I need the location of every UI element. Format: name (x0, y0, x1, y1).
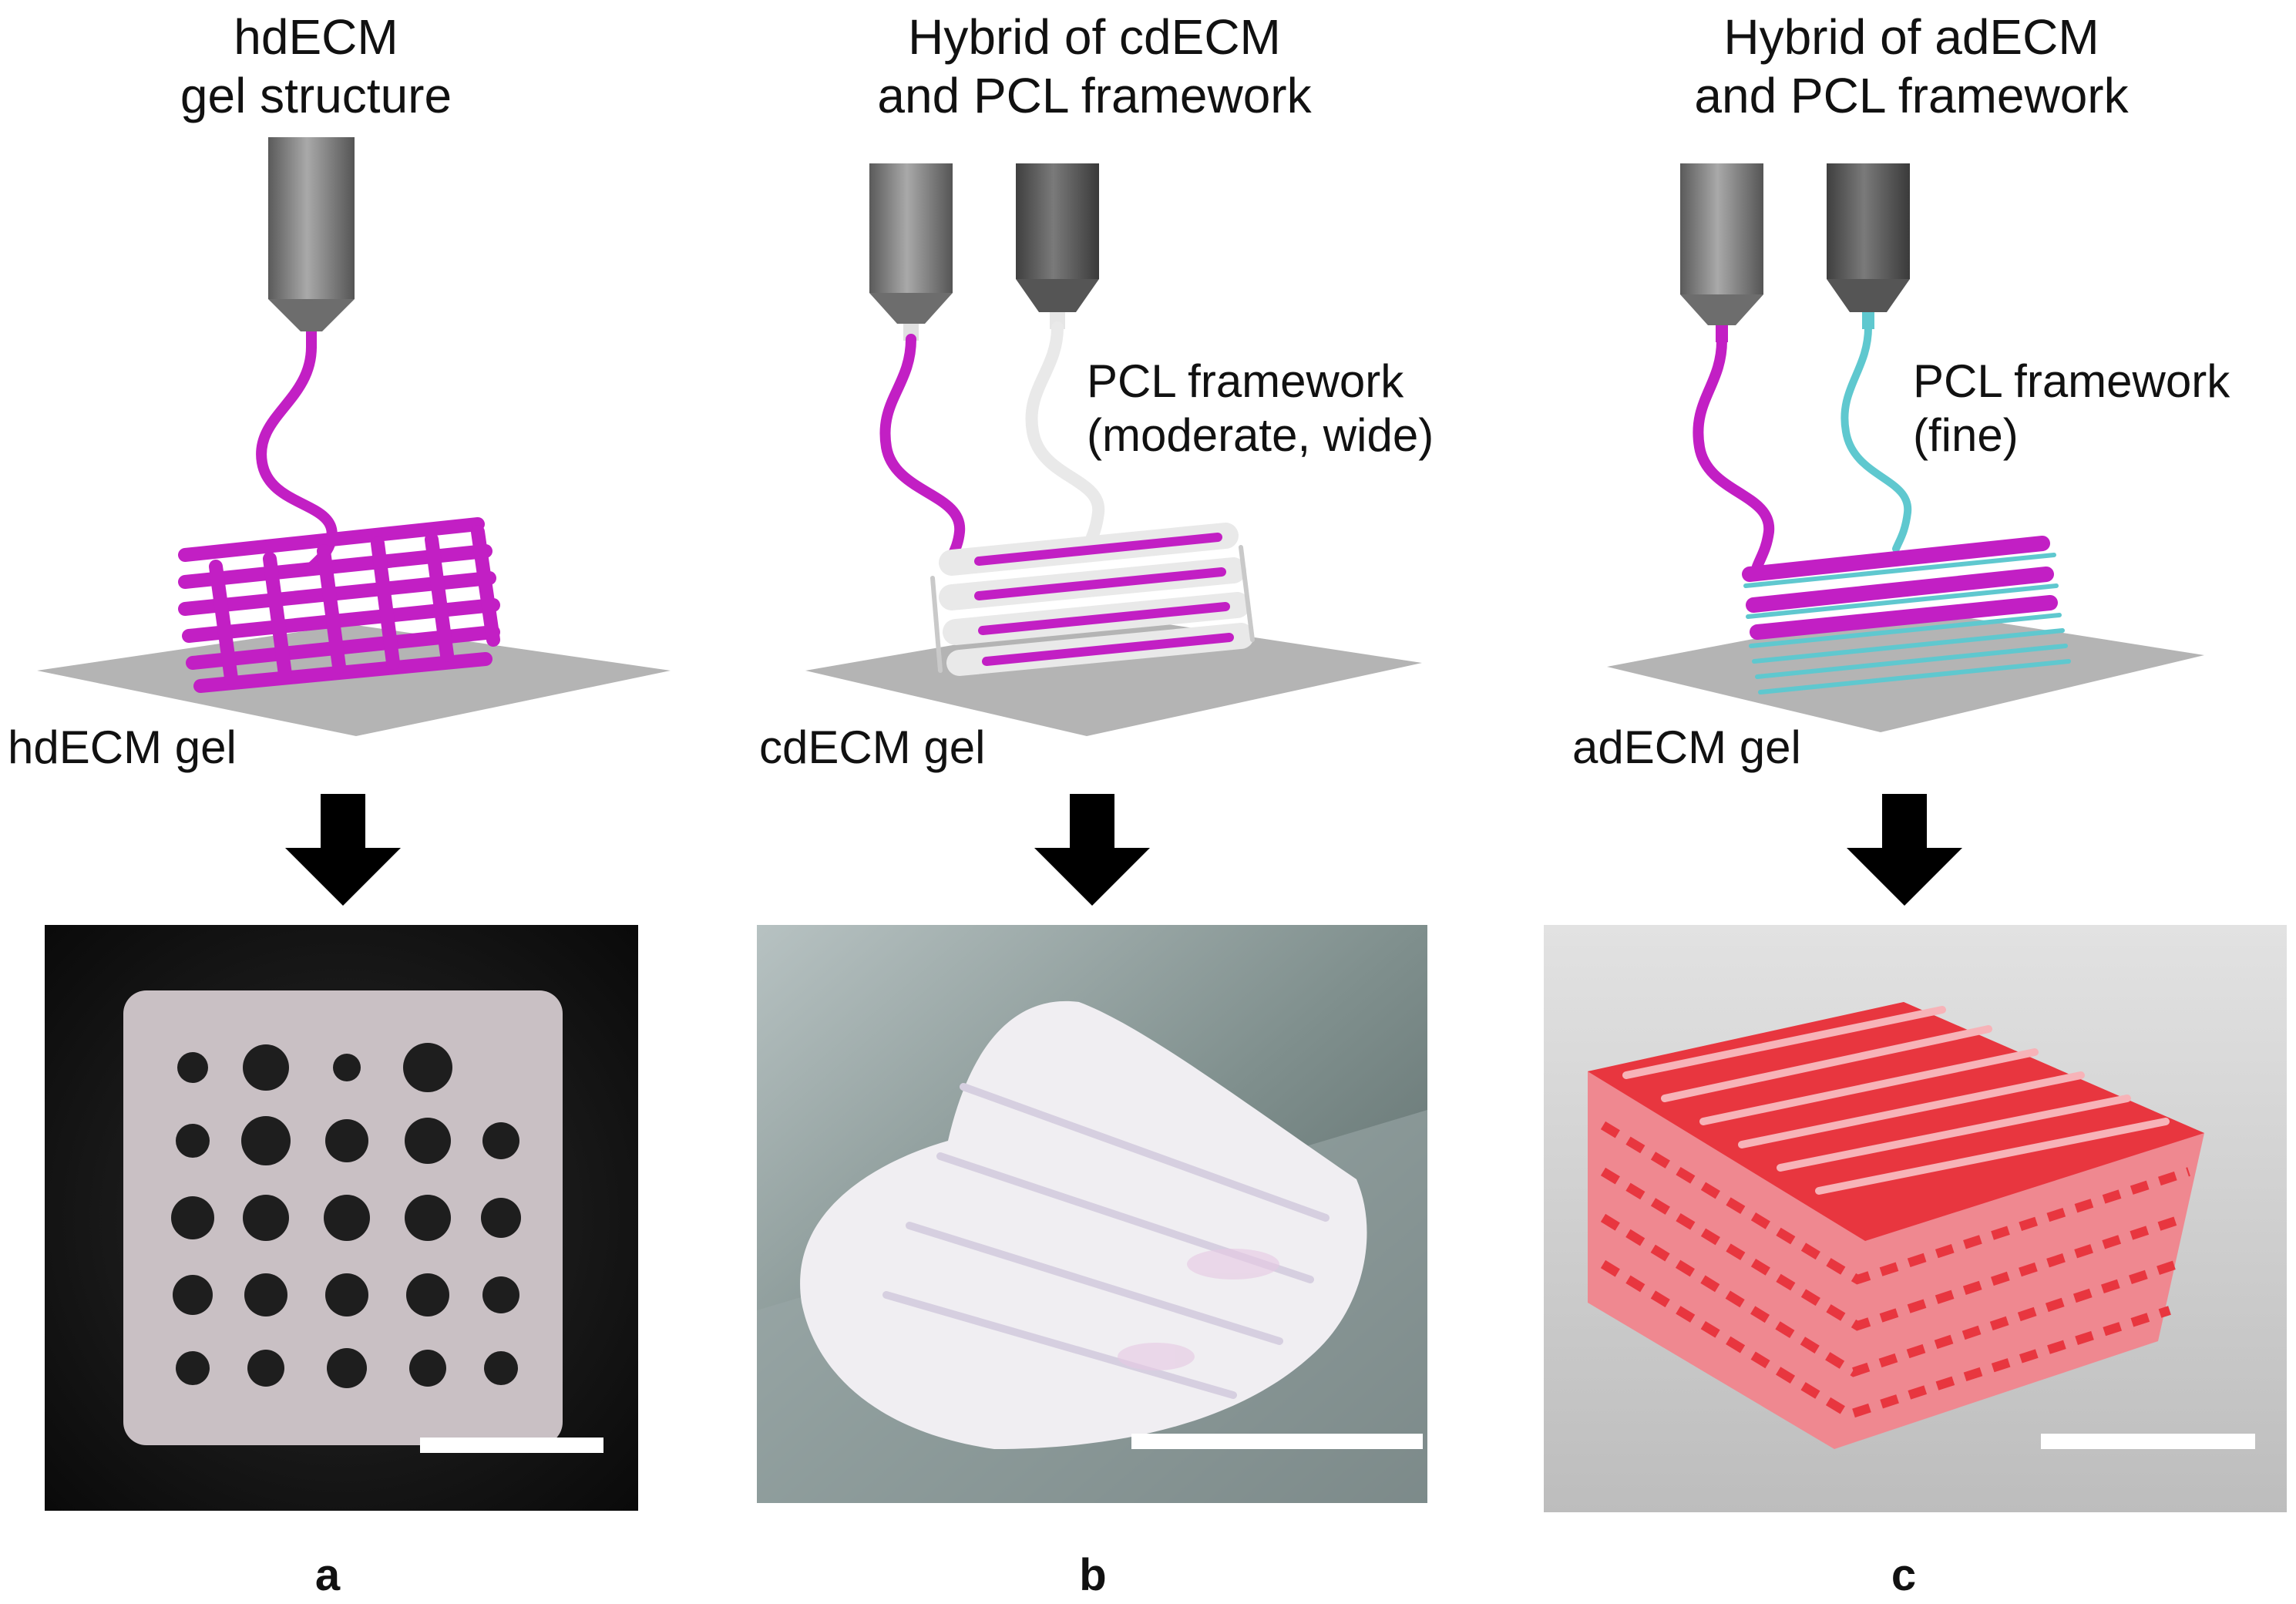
hdECM-lattice (178, 517, 500, 693)
cdECM-hybrid-lattice (930, 523, 1255, 676)
panel-c-title-line1: Hybrid of adECM (1723, 9, 2099, 65)
nozzle-icon (1827, 163, 1910, 329)
pcl-filament (1840, 324, 1912, 553)
print-platform (805, 617, 1422, 736)
panel-a (37, 137, 671, 736)
panel-c-framework-line1: PCL framework (1913, 355, 2230, 407)
panel-b-framework-line1: PCL framework (1087, 355, 1404, 407)
panel-a-letter: a (314, 1550, 341, 1600)
photo-a-hdECM-print (45, 925, 638, 1511)
photo-c-adECM-print (1544, 925, 2287, 1512)
panel-b-framework-label: PCL framework (moderate, wide) (1087, 355, 1434, 462)
photo-b-cdECM-print (757, 925, 1427, 1503)
panel-b-letter: b (1079, 1550, 1107, 1600)
scale-bar (420, 1438, 603, 1453)
ecm-filament (879, 334, 966, 572)
nozzle-icon (268, 137, 355, 348)
print-platform (37, 624, 671, 736)
down-arrow-icon (285, 794, 401, 906)
pcl-filament (1025, 321, 1105, 557)
panel-a-gel-label: hdECM gel (8, 721, 237, 773)
scale-bar (2041, 1434, 2255, 1449)
panel-a-title: hdECM gel structure (177, 8, 455, 125)
panel-c-framework-line2: (fine) (1913, 409, 2019, 461)
panel-b-title-line1: Hybrid of cdECM (908, 9, 1281, 65)
down-arrow-icon (1847, 794, 1962, 906)
panel-b-title: Hybrid of cdECM and PCL framework (794, 8, 1395, 125)
scale-bar (1131, 1434, 1423, 1449)
nozzle-icon (1016, 163, 1099, 329)
panel-c-gel-label: adECM gel (1572, 721, 1801, 773)
panel-c-letter: c (1891, 1550, 1917, 1600)
panel-c-title-line2: and PCL framework (1694, 68, 2129, 123)
panel-a-title-line2: gel structure (180, 68, 452, 123)
panel-c (1607, 163, 2204, 732)
panel-b-title-line2: and PCL framework (877, 68, 1312, 123)
panel-c-framework-label: PCL framework (fine) (1913, 355, 2230, 462)
adECM-hybrid-lattice (1742, 536, 2071, 694)
panel-a-title-line1: hdECM (234, 9, 398, 65)
nozzle-icon (1680, 163, 1763, 342)
panel-b-framework-line2: (moderate, wide) (1087, 409, 1434, 461)
panel-b-gel-label: cdECM gel (759, 721, 986, 773)
nozzle-icon (869, 163, 953, 341)
print-platform (1607, 609, 2204, 732)
panel-c-title: Hybrid of adECM and PCL framework (1619, 8, 2204, 125)
ecm-filament (1693, 335, 1775, 572)
down-arrow-icon (1034, 794, 1150, 906)
panel-b (805, 163, 1422, 736)
